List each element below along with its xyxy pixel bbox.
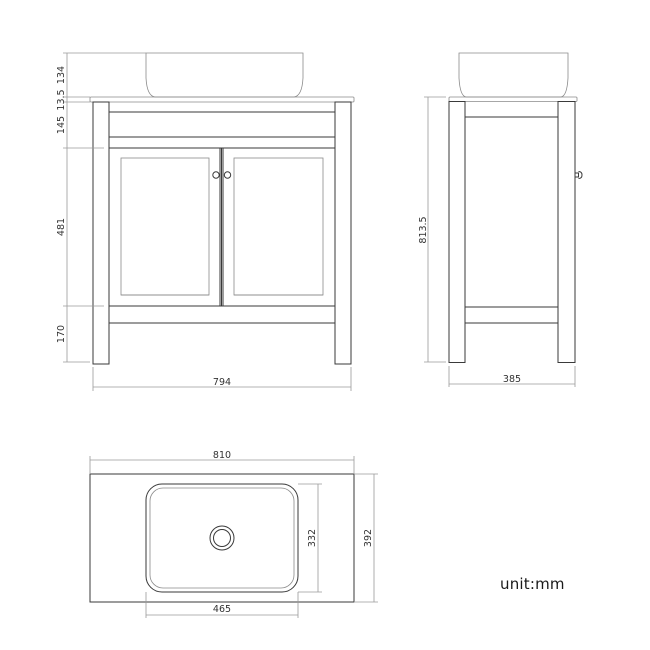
dim-leg-clearance: 170 xyxy=(56,325,67,343)
dim-door-height: 481 xyxy=(56,218,67,236)
left-door-knob xyxy=(212,171,220,179)
front-view: 134 13.5 145 481 170 794 xyxy=(56,52,355,391)
side-countertop xyxy=(448,96,578,102)
drain-outer xyxy=(209,525,235,551)
drain-inner xyxy=(213,529,231,547)
side-vessel-basin xyxy=(458,52,569,98)
side-view: 813.5 385 xyxy=(418,52,583,387)
top-countertop-outline xyxy=(89,473,355,603)
dim-basin-width: 465 xyxy=(213,604,231,615)
top-basin-inner xyxy=(149,487,295,589)
dim-apron-height: 145 xyxy=(56,116,67,134)
front-right-leg xyxy=(334,101,352,365)
dim-top-width: 810 xyxy=(213,450,231,461)
dim-overall-width: 794 xyxy=(213,377,231,388)
dim-top-depth: 392 xyxy=(363,529,374,547)
side-back-leg xyxy=(557,101,576,363)
dim-top-thickness: 13.5 xyxy=(56,89,67,110)
dim-overall-height: 813.5 xyxy=(418,216,429,243)
dim-basin-height: 134 xyxy=(56,66,67,84)
top-basin-outer xyxy=(145,483,299,593)
front-countertop xyxy=(89,96,355,103)
front-left-door xyxy=(108,147,221,307)
right-door-knob xyxy=(223,171,232,179)
front-left-leg xyxy=(92,101,110,365)
front-right-door xyxy=(222,147,336,307)
dim-basin-depth: 332 xyxy=(307,529,318,547)
front-vessel-basin xyxy=(145,52,304,98)
top-view: 810 465 332 392 xyxy=(89,450,378,618)
side-front-leg xyxy=(448,101,466,363)
units-label: unit:mm xyxy=(500,575,565,593)
side-knob-profile xyxy=(574,171,583,179)
dim-overall-depth: 385 xyxy=(503,374,521,385)
